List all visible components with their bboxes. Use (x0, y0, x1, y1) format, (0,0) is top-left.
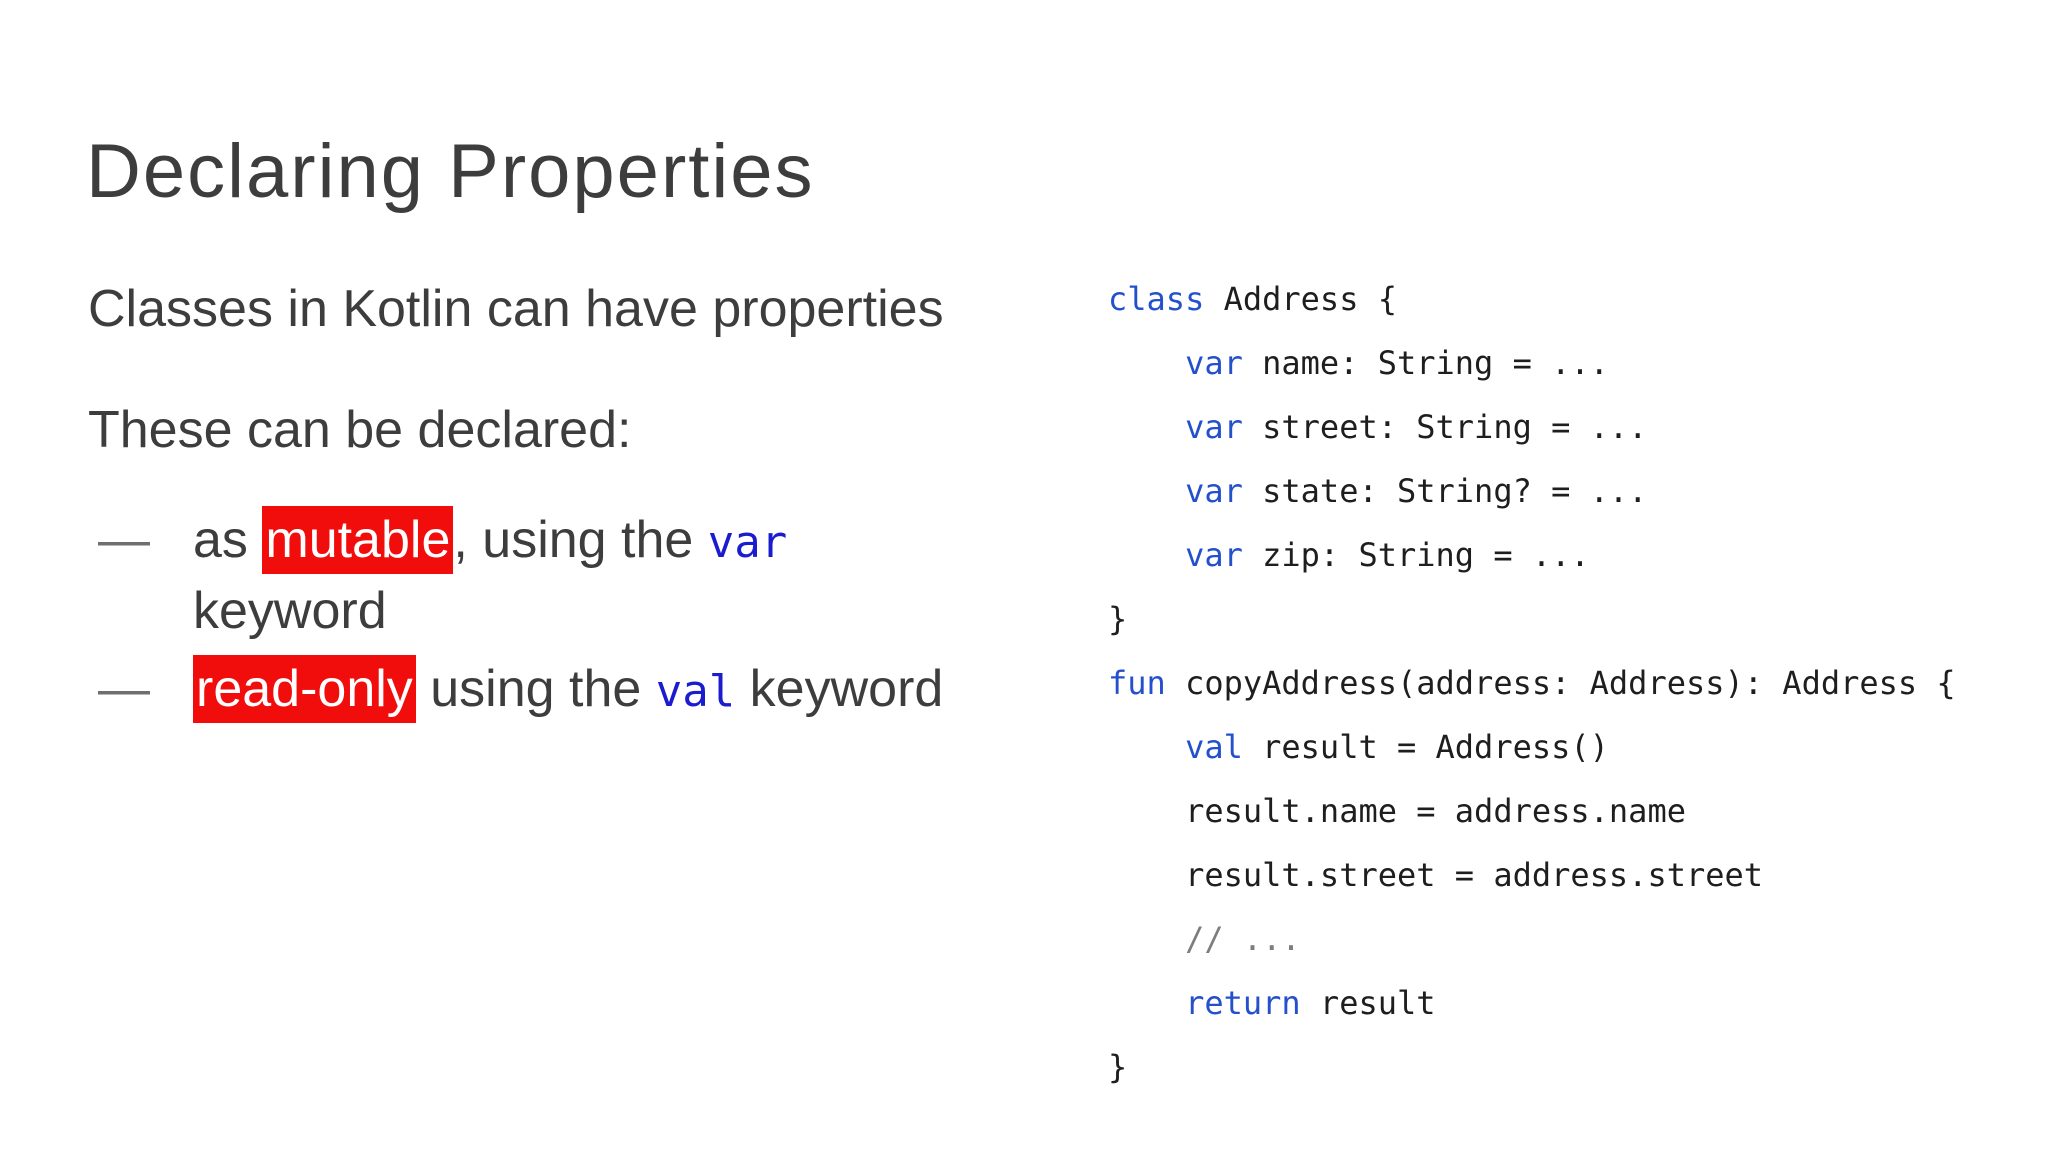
intro-paragraph: Classes in Kotlin can have properties (88, 280, 944, 338)
code-line: // ... (1108, 907, 1956, 971)
code-keyword: var (1185, 536, 1243, 574)
code-keyword: var (1185, 472, 1243, 510)
bullet-text: using the (415, 660, 656, 718)
code-line: var street: String = ... (1108, 395, 1956, 459)
code-text: state: String? = ... (1242, 472, 1648, 510)
intro-paragraph: These can be declared: (88, 401, 632, 459)
inline-code-keyword: var (707, 517, 788, 568)
code-keyword: val (1185, 728, 1243, 766)
code-text: result (1300, 984, 1436, 1022)
highlighted-term: read-only (193, 655, 416, 723)
bullet-item: — as mutable, using the var keyword (88, 506, 943, 645)
code-text: result = Address() (1242, 728, 1609, 766)
bullet-content: as mutable, using the var keyword (193, 506, 943, 645)
slide-title: Declaring Properties (86, 129, 815, 214)
code-text: result.name = address.name (1108, 792, 1686, 830)
code-text (1108, 472, 1185, 510)
code-text (1108, 920, 1185, 958)
code-text (1108, 408, 1185, 446)
code-line: return result (1108, 971, 1956, 1035)
code-block: class Address { var name: String = ... v… (1108, 267, 1956, 1099)
bullet-marker: — (98, 660, 150, 718)
code-line: var name: String = ... (1108, 331, 1956, 395)
code-line: } (1108, 587, 1956, 651)
code-keyword: return (1185, 984, 1301, 1022)
code-text (1108, 728, 1185, 766)
highlighted-term: mutable (262, 506, 454, 574)
code-text: Address { (1204, 280, 1397, 318)
code-text: name: String = ... (1242, 344, 1609, 382)
code-text (1108, 984, 1185, 1022)
bullet-marker: — (98, 511, 150, 569)
bullet-item: — read-only using the val keyword (88, 655, 943, 726)
code-text: } (1108, 600, 1128, 638)
code-line: result.name = address.name (1108, 779, 1956, 843)
code-line: class Address { (1108, 267, 1956, 331)
bullet-text: keyword (735, 660, 944, 718)
code-keyword: fun (1108, 664, 1166, 702)
code-text: result.street = address.street (1108, 856, 1764, 894)
code-text (1108, 344, 1185, 382)
code-keyword: var (1185, 344, 1243, 382)
code-comment: // ... (1185, 920, 1301, 958)
bullet-text: keyword (193, 582, 387, 640)
code-keyword: class (1108, 280, 1205, 318)
code-line: result.street = address.street (1108, 843, 1956, 907)
code-text: copyAddress(address: Address): Address { (1165, 664, 1956, 702)
code-keyword: var (1185, 408, 1243, 446)
code-text: street: String = ... (1242, 408, 1648, 446)
code-line: var state: String? = ... (1108, 459, 1956, 523)
bullet-list: — as mutable, using the var keyword — read-o… (88, 506, 943, 726)
code-line: val result = Address() (1108, 715, 1956, 779)
code-text: zip: String = ... (1242, 536, 1590, 574)
code-line: } (1108, 1035, 1956, 1099)
code-line: var zip: String = ... (1108, 523, 1956, 587)
bullet-text: , using the (453, 511, 708, 569)
inline-code-keyword: val (655, 666, 736, 717)
bullet-text: as (193, 511, 263, 569)
code-text: } (1108, 1048, 1128, 1086)
code-line: fun copyAddress(address: Address): Addre… (1108, 651, 1956, 715)
code-text (1108, 536, 1185, 574)
bullet-content: read-only using the val keyword (193, 655, 943, 726)
